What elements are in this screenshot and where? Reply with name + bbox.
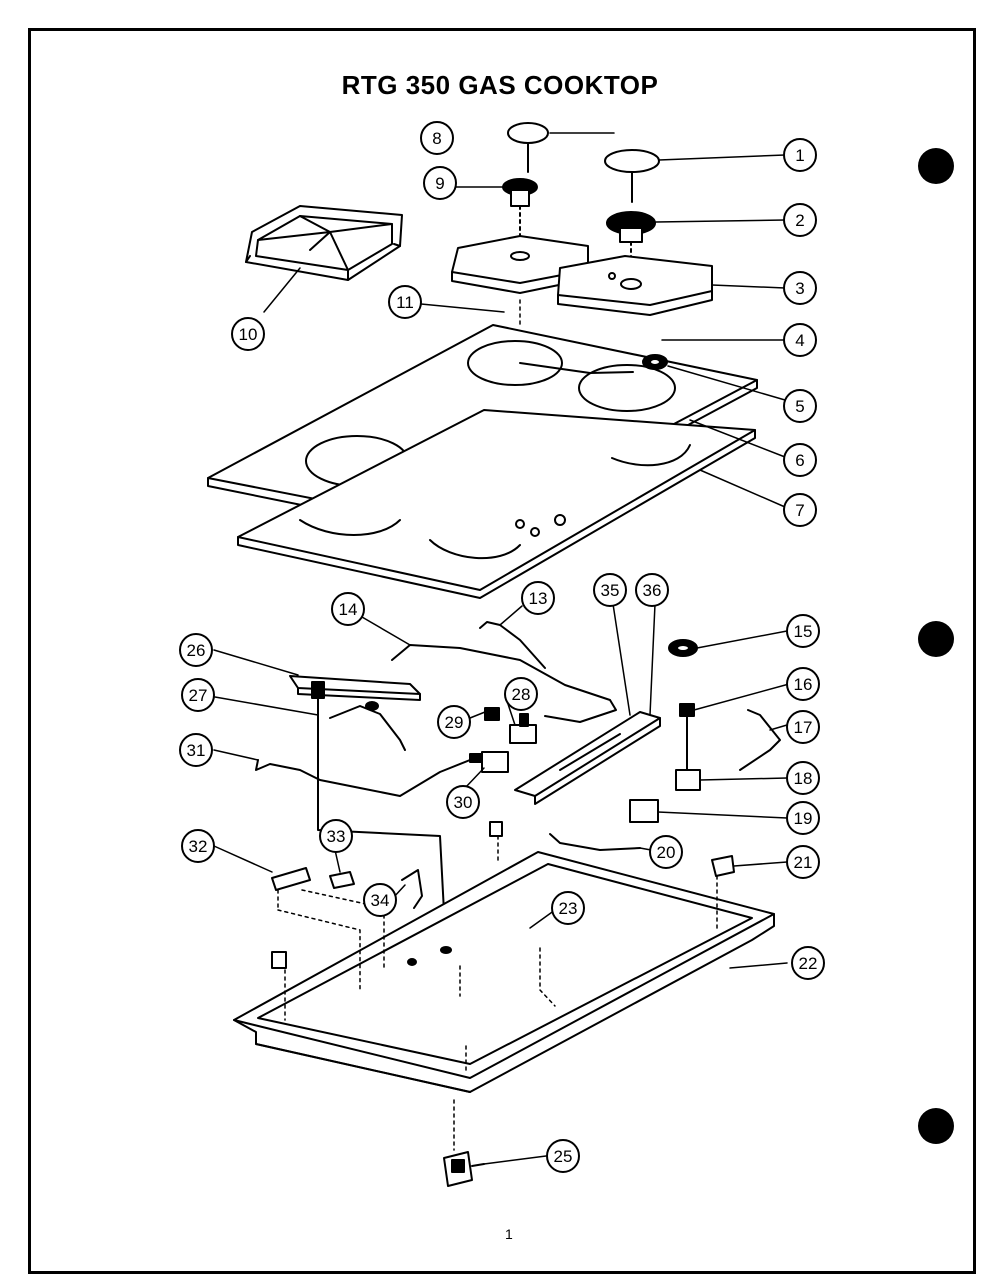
callout-29: 29 bbox=[437, 705, 471, 739]
callout-31: 31 bbox=[179, 733, 213, 767]
callout-33: 33 bbox=[319, 819, 353, 853]
callout-number: 19 bbox=[794, 809, 813, 828]
binder-hole-bottom bbox=[918, 1108, 954, 1144]
callout-number: 27 bbox=[189, 686, 208, 705]
callout-number: 29 bbox=[445, 713, 464, 732]
burner-seal-ring bbox=[642, 354, 668, 370]
burner-box-tray bbox=[233, 851, 775, 1093]
callout-21: 21 bbox=[786, 845, 820, 879]
callout-number: 32 bbox=[189, 837, 208, 856]
page-border bbox=[28, 28, 976, 1274]
callout-number: 20 bbox=[657, 843, 676, 862]
callout-number: 2 bbox=[795, 211, 804, 230]
callout-number: 25 bbox=[554, 1147, 573, 1166]
burner-cap-large bbox=[604, 149, 660, 203]
callout-6: 6 bbox=[783, 443, 817, 477]
gas-valves bbox=[469, 639, 701, 823]
callout-28: 28 bbox=[504, 677, 538, 711]
callout-number: 8 bbox=[432, 129, 441, 148]
callout-30: 30 bbox=[446, 785, 480, 819]
callout-number: 35 bbox=[601, 581, 620, 600]
callout-labels: 1234567891011131415161718192021222325262… bbox=[179, 121, 825, 1173]
burner-head-large bbox=[606, 211, 656, 285]
callout-number: 13 bbox=[529, 589, 548, 608]
callout-17: 17 bbox=[786, 710, 820, 744]
ignition-bracket bbox=[289, 675, 421, 711]
callout-number: 4 bbox=[795, 331, 804, 350]
callout-3: 3 bbox=[783, 271, 817, 305]
callout-number: 21 bbox=[794, 853, 813, 872]
callout-2: 2 bbox=[783, 203, 817, 237]
valve-manifold bbox=[514, 711, 661, 805]
burner-grate bbox=[245, 205, 403, 281]
callout-10: 10 bbox=[231, 317, 265, 351]
callout-18: 18 bbox=[786, 761, 820, 795]
callout-9: 9 bbox=[423, 166, 457, 200]
callout-32: 32 bbox=[181, 829, 215, 863]
callout-number: 3 bbox=[795, 279, 804, 298]
cooktop-bottom-panel bbox=[237, 409, 756, 599]
callout-number: 22 bbox=[799, 954, 818, 973]
callout-14: 14 bbox=[331, 592, 365, 626]
callout-number: 15 bbox=[794, 622, 813, 641]
callout-number: 33 bbox=[327, 827, 346, 846]
page-number: 1 bbox=[505, 1226, 513, 1242]
callout-number: 14 bbox=[339, 600, 358, 619]
callout-number: 23 bbox=[559, 899, 578, 918]
callout-number: 11 bbox=[396, 293, 414, 312]
binder-hole-top bbox=[918, 148, 954, 184]
callout-1: 1 bbox=[783, 138, 817, 172]
callout-7: 7 bbox=[783, 493, 817, 527]
callout-number: 34 bbox=[371, 891, 390, 910]
callout-number: 6 bbox=[795, 451, 804, 470]
callout-number: 36 bbox=[643, 581, 662, 600]
diagram-title: RTG 350 GAS COOKTOP bbox=[341, 70, 659, 100]
callout-number: 5 bbox=[795, 397, 804, 416]
callout-34: 34 bbox=[363, 883, 397, 917]
callout-36: 36 bbox=[635, 573, 669, 607]
callout-13: 13 bbox=[521, 581, 555, 615]
callout-26: 26 bbox=[179, 633, 213, 667]
callout-35: 35 bbox=[593, 573, 627, 607]
callout-number: 17 bbox=[794, 718, 813, 737]
callout-16: 16 bbox=[786, 667, 820, 701]
callout-23: 23 bbox=[551, 891, 585, 925]
callout-number: 30 bbox=[454, 793, 473, 812]
callout-5: 5 bbox=[783, 389, 817, 423]
burner-cap-small bbox=[507, 122, 549, 173]
callout-number: 1 bbox=[795, 146, 804, 165]
callout-25: 25 bbox=[546, 1139, 580, 1173]
callout-number: 31 bbox=[187, 741, 206, 760]
callout-number: 9 bbox=[435, 174, 444, 193]
callout-11: 11 bbox=[388, 285, 422, 319]
callout-number: 7 bbox=[795, 501, 804, 520]
callout-4: 4 bbox=[783, 323, 817, 357]
callout-number: 16 bbox=[794, 675, 813, 694]
callout-19: 19 bbox=[786, 801, 820, 835]
callout-15: 15 bbox=[786, 614, 820, 648]
binder-hole-middle bbox=[918, 621, 954, 657]
callout-27: 27 bbox=[181, 678, 215, 712]
pressure-regulator bbox=[443, 1151, 485, 1187]
callout-number: 26 bbox=[187, 641, 206, 660]
callout-22: 22 bbox=[791, 946, 825, 980]
burner-bowls bbox=[451, 235, 713, 316]
callout-number: 18 bbox=[794, 769, 813, 788]
callout-20: 20 bbox=[649, 835, 683, 869]
callout-8: 8 bbox=[420, 121, 454, 155]
callout-number: 10 bbox=[239, 325, 258, 344]
callout-number: 28 bbox=[512, 685, 531, 704]
